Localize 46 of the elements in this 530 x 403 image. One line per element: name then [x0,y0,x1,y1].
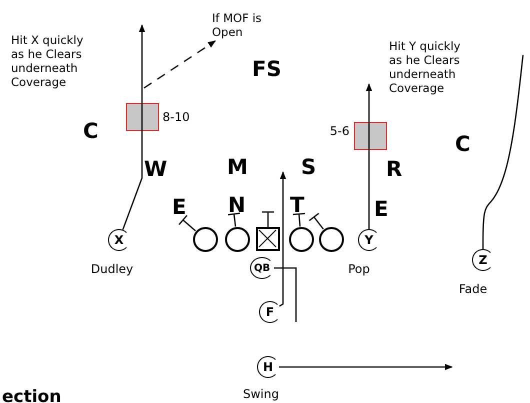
defender-letter: R [386,158,402,180]
defender-letter: M [227,156,248,178]
defender-letter: C [455,133,470,155]
route-line [482,54,524,249]
player-label: Dudley [90,262,134,276]
block-mark [178,214,196,232]
landmark-box [126,103,158,131]
note-text: If MOF is Open [212,11,264,39]
route-arrow [279,364,453,370]
player-label: Swing [242,387,280,401]
defender-letter: N [228,194,246,216]
route-arrow [122,24,146,230]
landmark-box [354,122,386,150]
player-label: Fade [458,282,488,296]
lineman-circle [318,226,344,252]
block-mark [308,212,324,230]
note-text: Hit X quickly as he Clears underneath Coverage [11,33,84,89]
block-mark [292,212,306,227]
player-letter: X [114,233,124,247]
dashed-route-arrow [144,40,216,89]
player-label: 8-10 [162,110,191,124]
player-letter: F [266,305,274,319]
player-letter: H [262,360,274,374]
heading-text: ection [2,386,62,403]
center-square [256,227,280,251]
defender-letter: FS [252,58,282,80]
player-label: 5-6 [328,124,350,138]
defender-letter: S [301,156,316,178]
note-text: Hit Y quickly as he Clears underneath Coverage [389,39,462,95]
route-arrow [279,171,286,307]
player-letter: QB [254,262,270,274]
block-mark [227,212,241,227]
player-label: Pop [347,262,371,276]
defender-letter: W [144,158,168,180]
route-line [274,267,297,322]
defender-letter: E [172,196,186,218]
block-mark [261,211,275,227]
defender-letter: C [83,120,98,142]
defender-letter: T [290,194,304,216]
player-letter: Y [364,233,374,247]
lineman-circle [288,226,314,252]
lineman-circle [192,226,218,252]
route-arrow [366,83,372,229]
defender-letter: E [374,198,388,220]
player-letter: Z [478,253,488,267]
lineman-circle [224,226,250,252]
